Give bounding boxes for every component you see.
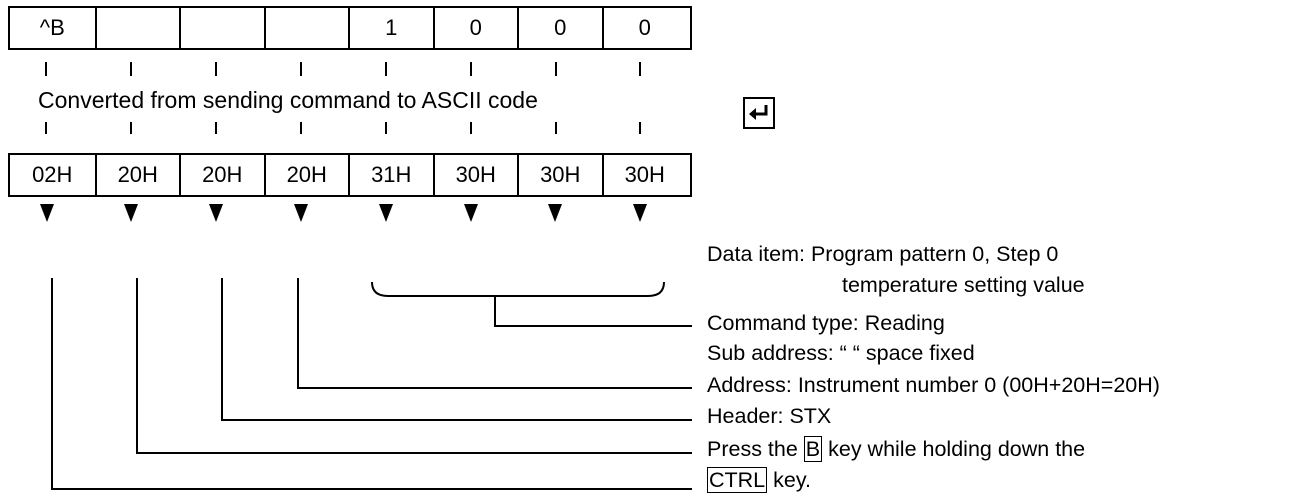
ctrl-key: CTRL <box>707 467 768 493</box>
command-cell <box>179 8 264 48</box>
command-type-line <box>494 296 692 327</box>
data-brace <box>371 281 665 297</box>
press-suffix: key while holding down the <box>822 437 1086 461</box>
command-cell: 0 <box>432 8 518 48</box>
ascii-cell: 31H <box>348 155 433 195</box>
address-label: Address: Instrument number 0 (00H+20H=20… <box>707 373 1160 397</box>
header-label: Header: STX <box>707 404 832 428</box>
ascii-table: 02H 20H 20H 20H 31H 30H 30H 30H <box>8 153 692 197</box>
ctrl-line <box>51 278 692 490</box>
ascii-cell: 30H <box>601 155 687 195</box>
command-cell <box>94 8 180 48</box>
command-cell: 1 <box>348 8 433 48</box>
ascii-cell: 30H <box>432 155 518 195</box>
data-item-label-continued: temperature setting value <box>842 273 1085 297</box>
b-key: B <box>803 436 823 462</box>
address-line <box>297 278 692 389</box>
command-cell: 0 <box>517 8 602 48</box>
command-cell: 0 <box>601 8 687 48</box>
command-cell: ^B <box>39 15 65 40</box>
ascii-cell: 30H <box>517 155 602 195</box>
ascii-cell: 20H <box>94 155 180 195</box>
down-arrows <box>40 204 647 222</box>
sub-address-label: Sub address: “ “ space fixed <box>707 341 975 365</box>
command-table: ^B 1 0 0 0 <box>8 6 692 50</box>
ascii-cell: 02H <box>32 162 73 187</box>
header-line <box>221 278 692 421</box>
enter-key-icon <box>743 97 775 129</box>
command-cell <box>263 8 349 48</box>
data-item-label: Data item: Program pattern 0, Step 0 <box>707 242 1059 266</box>
tick-marks <box>45 62 641 134</box>
ascii-cell: 20H <box>263 155 349 195</box>
ascii-cell: 20H <box>179 155 264 195</box>
command-type-label: Command type: Reading <box>707 311 945 335</box>
press-key-label: Press the B key while holding down the <box>707 436 1085 462</box>
ctrl-key-label: CTRL key. <box>707 467 811 493</box>
press-b-line <box>136 278 692 454</box>
press-prefix: Press the <box>707 437 804 461</box>
ctrl-suffix: key. <box>767 468 811 492</box>
conversion-caption: Converted from sending command to ASCII … <box>38 87 538 113</box>
